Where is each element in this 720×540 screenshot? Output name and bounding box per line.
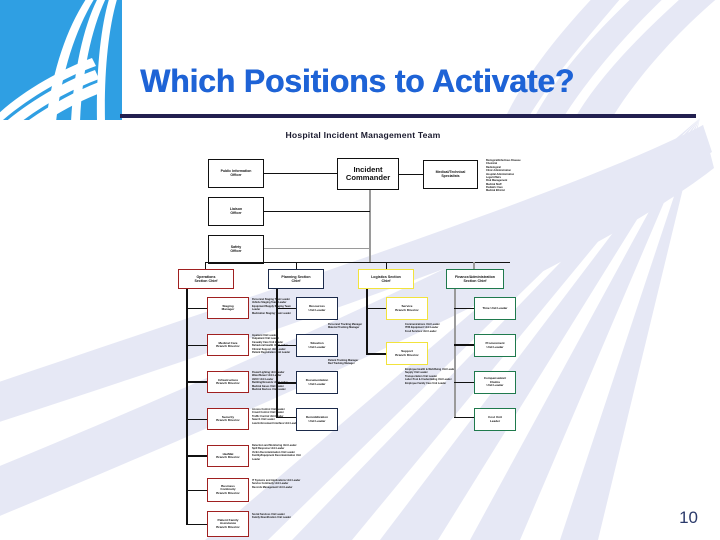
- planning-unit-label: Situation Unit Leader: [308, 341, 326, 349]
- finance-unit-box: Time Unit Leader: [474, 297, 516, 320]
- operations-unit-box: Staging Manager: [207, 297, 249, 319]
- operations-unit-box: Patient Family Assistance Branch Directo…: [207, 511, 249, 537]
- operations-unit-label: Security Branch Director: [216, 414, 240, 422]
- operations-unit-detail: Access Control Unit Leader Crowd Control…: [252, 408, 299, 425]
- box-liaison-officer: Liaison Officer: [208, 197, 264, 226]
- operations-unit-detail: Social Services Unit Leader Family Reuni…: [252, 513, 291, 520]
- planning-unit-box: Documentation Unit Leader: [296, 371, 338, 394]
- medical-technical-specialists-label: Medical/Technical Specialists: [435, 169, 466, 178]
- planning-unit-box: Resources Unit Leader: [296, 297, 338, 320]
- operations-unit-label: Staging Manager: [221, 303, 235, 311]
- operations-spine: [186, 289, 188, 524]
- operations-unit-box: Business Continuity Branch Director: [207, 478, 249, 502]
- planning-spine: [276, 289, 278, 417]
- operations-unit-box: Security Branch Director: [207, 408, 249, 430]
- finance-unit-label: Compensation/ Claims Unit Leader: [483, 376, 507, 388]
- finance-unit-box: Procurement Unit Leader: [474, 334, 516, 357]
- box-logistics-section-chief: Logistics Section Chief: [358, 269, 414, 289]
- section-drop-operations: [205, 262, 207, 270]
- logistics-unit-label: Support Branch Director: [395, 349, 419, 357]
- box-safety-officer: Safety Officer: [208, 235, 264, 264]
- operations-unit-detail: Detection and Monitoring Unit Leader Spi…: [252, 444, 301, 461]
- operations-unit-label: Infrastructure Branch Director: [216, 377, 240, 385]
- logistics-unit-label: Service Branch Director: [395, 304, 419, 312]
- hospital-incident-management-team-chart: Hospital Incident Management Team Incide…: [178, 127, 543, 537]
- section-drop-logistics: [386, 262, 388, 270]
- operations-section-chief-label: Operations Section Chief: [194, 274, 218, 283]
- finance-unit-label: Cost Unit Leader: [488, 415, 502, 423]
- connector-liaison: [264, 211, 370, 213]
- logistics-spine: [366, 289, 368, 355]
- operations-unit-detail: Personnel Staging Team Leader Vehicle St…: [252, 298, 291, 315]
- box-medical-technical-specialists: Medical/Technical Specialists: [423, 160, 478, 189]
- finance-unit-label: Procurement Unit Leader: [485, 341, 505, 349]
- box-finance-section-chief: Finance/Administration Section Chief: [446, 269, 504, 289]
- public-information-officer-label: Public Information Officer: [220, 168, 252, 177]
- safety-officer-label: Safety Officer: [230, 244, 242, 253]
- section-bus: [205, 262, 510, 264]
- operations-unit-box: HazMat Branch Director: [207, 445, 249, 467]
- finance-section-chief-label: Finance/Administration Section Chief: [455, 274, 495, 283]
- operations-unit-box: Medical Care Branch Director: [207, 334, 249, 356]
- planning-unit-label: Demobilization Unit Leader: [305, 415, 328, 423]
- section-drop-finance: [473, 262, 475, 270]
- box-planning-section-chief: Planning Section Chief: [268, 269, 324, 289]
- planning-unit-box: Situation Unit Leader: [296, 334, 338, 357]
- operations-unit-detail: IT Systems and Applications Unit Leader …: [252, 479, 301, 489]
- connector-ic-vertical: [369, 190, 371, 262]
- connector-pio: [264, 173, 337, 174]
- incident-commander-label: Incident Commander: [345, 164, 391, 182]
- specialist-list-text: Biological/Infectious Disease Chemical R…: [486, 159, 521, 193]
- brand-logo: [0, 0, 122, 120]
- logistics-unit-detail: Employee Health & Well-Being Unit Leader…: [405, 368, 456, 385]
- box-public-information-officer: Public Information Officer: [208, 159, 264, 188]
- title-underline: [120, 114, 696, 118]
- slide-number: 10: [679, 508, 698, 527]
- operations-unit-label: Business Continuity Branch Director: [216, 483, 240, 495]
- operations-unit-label: Patient Family Assistance Branch Directo…: [216, 517, 240, 529]
- chart-title: Hospital Incident Management Team: [285, 130, 441, 140]
- planning-unit-detail: Patient Tracking Manager Bed Tracking Ma…: [328, 359, 359, 366]
- planning-unit-box: Demobilization Unit Leader: [296, 408, 338, 431]
- planning-unit-detail: Personnel Tracking Manager Material Trac…: [328, 323, 363, 330]
- finance-unit-label: Time Unit Leader: [482, 305, 508, 310]
- finance-unit-box: Cost Unit Leader: [474, 408, 516, 431]
- finance-unit-box: Compensation/ Claims Unit Leader: [474, 371, 516, 394]
- operations-unit-label: HazMat Branch Director: [216, 451, 240, 459]
- connector-specialists: [399, 174, 423, 175]
- connector-safety: [264, 248, 370, 250]
- planning-unit-label: Documentation Unit Leader: [305, 378, 329, 386]
- logistics-section-chief-label: Logistics Section Chief: [371, 274, 401, 283]
- operations-unit-detail: Inpatient Unit Leader Outpatient Unit Le…: [252, 334, 291, 354]
- operations-unit-label: Medical Care Branch Director: [216, 340, 240, 348]
- liaison-officer-label: Liaison Officer: [229, 206, 243, 215]
- box-incident-commander: Incident Commander: [337, 158, 399, 190]
- operations-unit-box: Infrastructure Branch Director: [207, 371, 249, 393]
- logistics-unit-box: Service Branch Director: [386, 297, 428, 320]
- page-title: Which Positions to Activate?: [140, 63, 575, 99]
- planning-section-chief-label: Planning Section Chief: [281, 274, 311, 283]
- planning-unit-label: Resources Unit Leader: [308, 304, 326, 312]
- logistics-unit-box: Support Branch Director: [386, 342, 428, 365]
- logistics-unit-detail: Communications Unit Leader IT/IS Equipme…: [405, 323, 440, 333]
- finance-spine: [454, 289, 456, 417]
- section-drop-planning: [296, 262, 298, 270]
- box-operations-section-chief: Operations Section Chief: [178, 269, 234, 289]
